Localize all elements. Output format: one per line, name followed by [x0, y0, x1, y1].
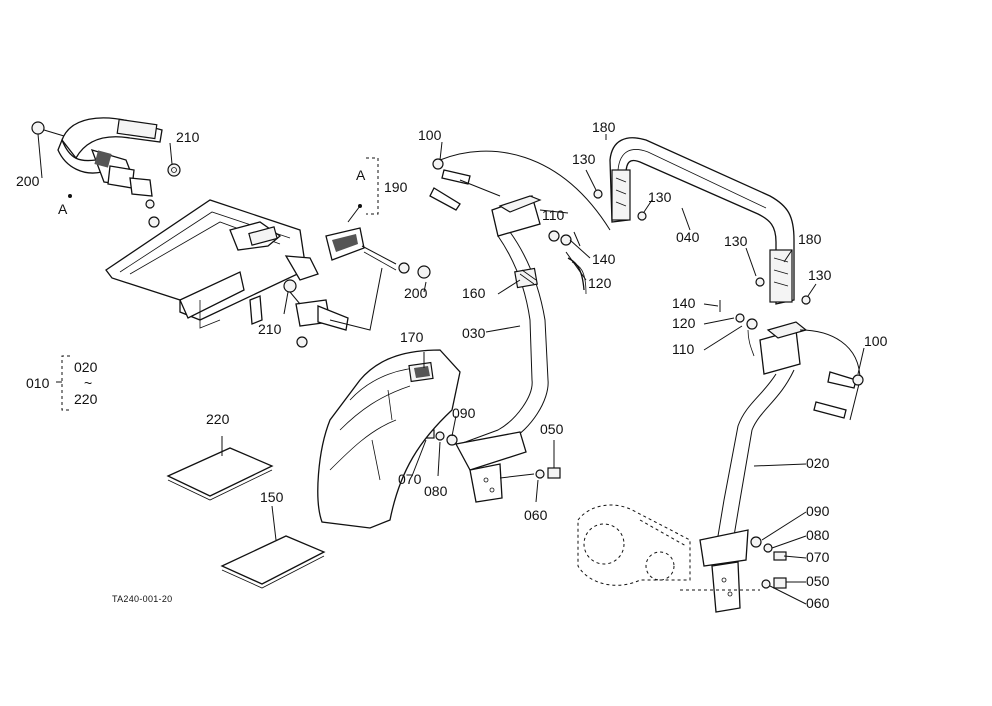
pin-washer-set-upper	[548, 230, 587, 295]
label-220-decal: 220	[206, 411, 230, 427]
label-180-frame-pad-bottom: 180	[798, 231, 822, 247]
seat-frame	[105, 199, 349, 348]
label-120-washer-top: 120	[588, 275, 612, 291]
step-cover	[317, 349, 461, 529]
label-180-frame-pad-top: 180	[592, 119, 616, 135]
label-170-cover: 170	[400, 329, 424, 345]
leader-lines	[37, 133, 865, 605]
label-120-washer-bottom: 120	[672, 315, 696, 331]
seat-switch-assembly	[325, 157, 431, 331]
label-060-left: 060	[524, 507, 548, 523]
label-100-cable-bottom: 100	[864, 333, 888, 349]
decal-sheets	[166, 447, 326, 589]
part-number-labels: 200 210 A A 190 200 210 010 020 ~ 220 10…	[16, 119, 888, 611]
brake-pedal-left	[421, 195, 561, 503]
label-020-range-start: 020	[74, 359, 98, 375]
label-090-left: 090	[452, 405, 476, 421]
label-090-right: 090	[806, 503, 830, 519]
label-080-left: 080	[424, 483, 448, 499]
label-range-tilde: ~	[84, 375, 92, 391]
label-020-pedal-right: 020	[806, 455, 830, 471]
label-a-belt: A	[58, 201, 68, 217]
label-070-right: 070	[806, 549, 830, 565]
label-210-frame-nut: 210	[258, 321, 282, 337]
label-100-cable-top: 100	[418, 127, 442, 143]
label-140-clip-bottom: 140	[672, 295, 696, 311]
label-130-bolt-c: 130	[724, 233, 748, 249]
transmission-housing	[577, 504, 760, 591]
return-cable-top	[429, 150, 611, 231]
label-050-left: 050	[540, 421, 564, 437]
label-050-right: 050	[806, 573, 830, 589]
label-110-pin-bottom: 110	[672, 341, 695, 357]
label-210-nut: 210	[176, 129, 200, 145]
label-060-right: 060	[806, 595, 830, 611]
label-190-seat-switch: 190	[384, 179, 408, 195]
label-080-right: 080	[806, 527, 830, 543]
label-150-decal: 150	[260, 489, 284, 505]
rops-frame	[593, 137, 811, 305]
label-030-pedal-left: 030	[462, 325, 486, 341]
label-110-pin-top: 110	[542, 207, 565, 223]
label-010-assembly: 010	[26, 375, 50, 391]
label-130-bolt-a: 130	[572, 151, 596, 167]
label-220-range-end: 220	[74, 391, 98, 407]
label-040-frame: 040	[676, 229, 700, 245]
label-130-bolt-d: 130	[808, 267, 832, 283]
label-200-switch-bolt: 200	[404, 285, 428, 301]
label-a-switch: A	[356, 167, 366, 183]
label-160-pad: 160	[462, 285, 486, 301]
label-200-seatbelt-bolt: 200	[16, 173, 40, 189]
brake-pedal-right	[699, 300, 864, 613]
label-070-left: 070	[398, 471, 422, 487]
drawing-code: TA240-001-20	[112, 594, 172, 604]
label-140-clip-top: 140	[592, 251, 616, 267]
label-130-bolt-b: 130	[648, 189, 672, 205]
seat-belt-assembly	[31, 117, 181, 228]
